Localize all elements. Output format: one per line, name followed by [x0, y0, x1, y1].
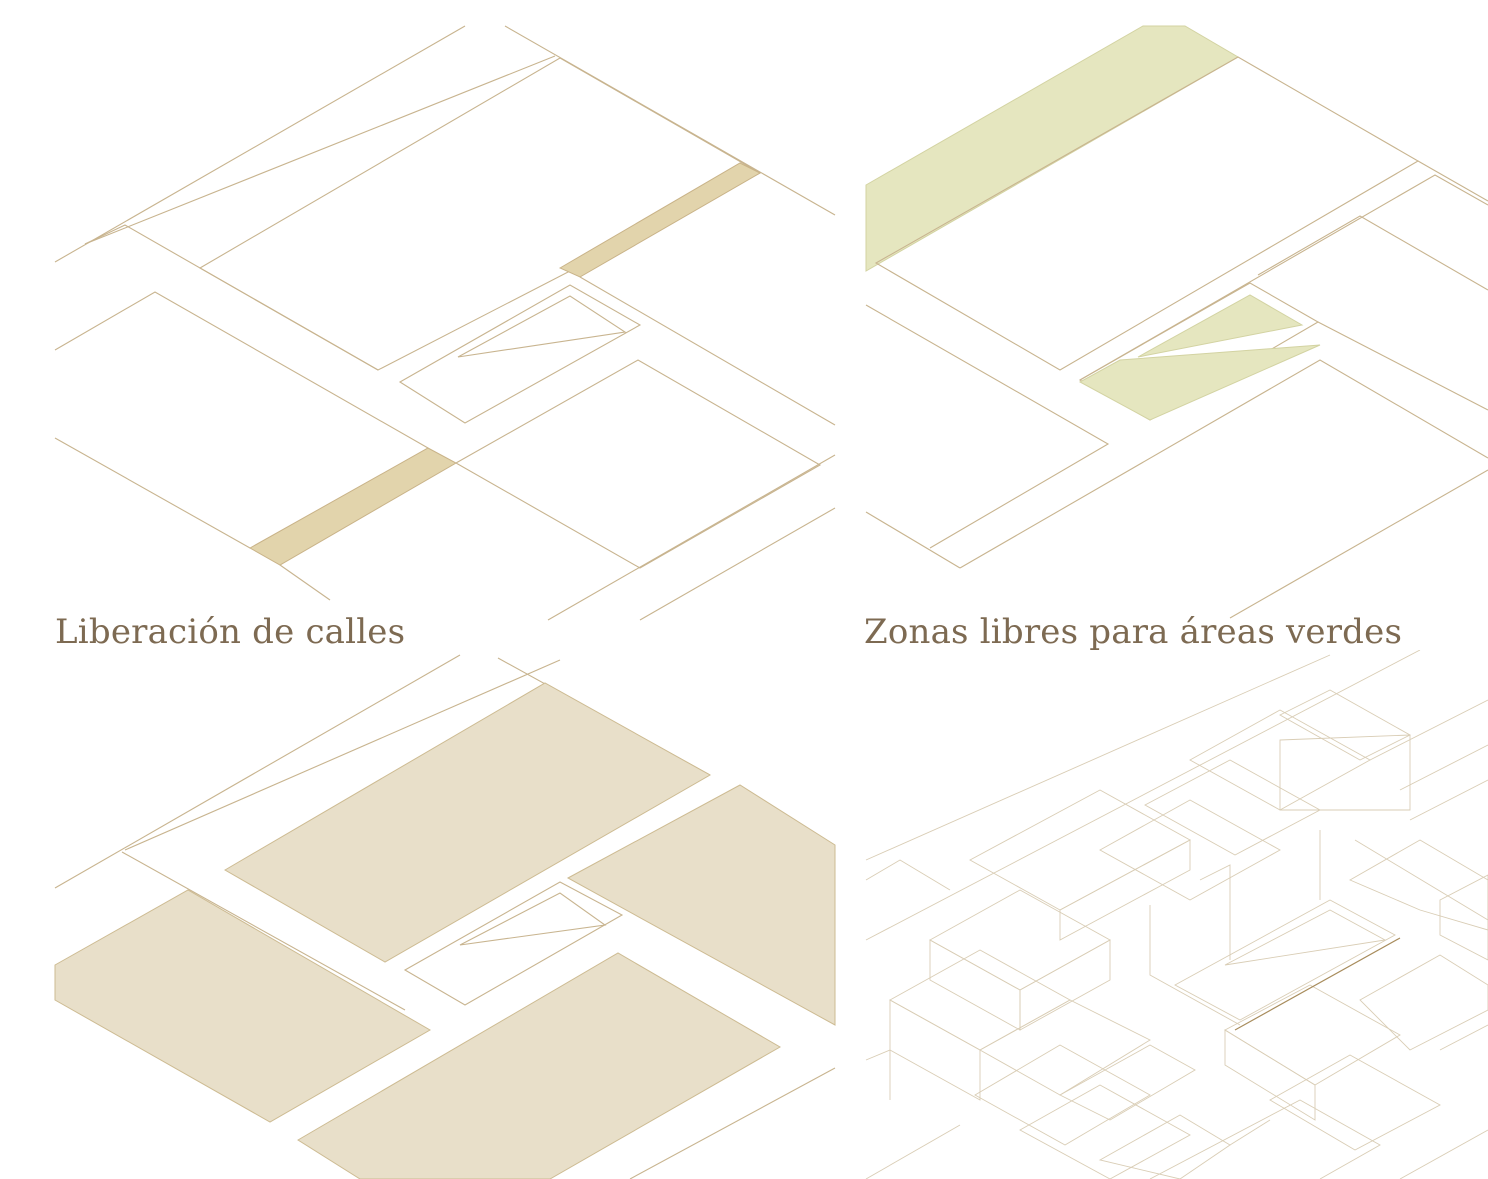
- plaza-inner: [457, 295, 627, 358]
- panel-green-areas: [860, 10, 1488, 625]
- street-edge: [865, 511, 961, 569]
- street-edge: [124, 659, 561, 851]
- street-edge: [1417, 160, 1488, 202]
- built-blocks-diagram: [54, 654, 836, 1179]
- street-edge: [504, 25, 836, 216]
- street-edge: [629, 1067, 836, 1179]
- street-edge: [1257, 215, 1488, 291]
- street-edge: [579, 276, 836, 426]
- green-triangle: [1137, 294, 1304, 358]
- street-edge: [84, 224, 379, 371]
- street-edge: [1229, 469, 1488, 619]
- green-areas-diagram: [865, 25, 1488, 619]
- street-edge: [279, 564, 331, 601]
- street-edge: [1079, 174, 1488, 381]
- street-edge: [84, 55, 556, 245]
- built-block: [224, 682, 712, 963]
- plaza-inner: [459, 892, 607, 946]
- city-block: [959, 359, 1488, 569]
- green-triangle: [1078, 344, 1321, 421]
- street-edge: [54, 25, 466, 263]
- street-edge: [121, 851, 406, 1011]
- building-volumes-diagram: [865, 650, 1488, 1179]
- green-area-strip: [865, 25, 1239, 272]
- liberated-street-strip: [248, 447, 458, 566]
- plaza-outline: [403, 881, 624, 1006]
- liberated-street-strip: [558, 162, 762, 278]
- volume-wireframe: [865, 650, 1488, 1179]
- built-block: [297, 952, 782, 1179]
- street-edge: [54, 291, 429, 449]
- street-edge: [547, 454, 836, 621]
- caption-street-liberation: Liberación de calles: [55, 612, 406, 652]
- highlight-edge: [1234, 937, 1401, 1031]
- city-block: [454, 359, 822, 569]
- caption-green-areas: Zonas libres para áreas verdes: [864, 612, 1403, 652]
- built-block: [54, 889, 432, 1123]
- panel-built-blocks: [40, 650, 840, 1179]
- street-edge: [54, 654, 461, 889]
- panel-building-volumes: [860, 650, 1488, 1179]
- street-edge: [1317, 321, 1488, 411]
- plaza-outline: [398, 284, 642, 424]
- panel-street-liberation: [40, 10, 840, 625]
- built-block: [566, 784, 836, 1026]
- city-block: [865, 304, 1110, 549]
- street-liberation-diagram: [54, 25, 836, 621]
- street-edge: [639, 507, 836, 621]
- street-edge: [54, 437, 251, 549]
